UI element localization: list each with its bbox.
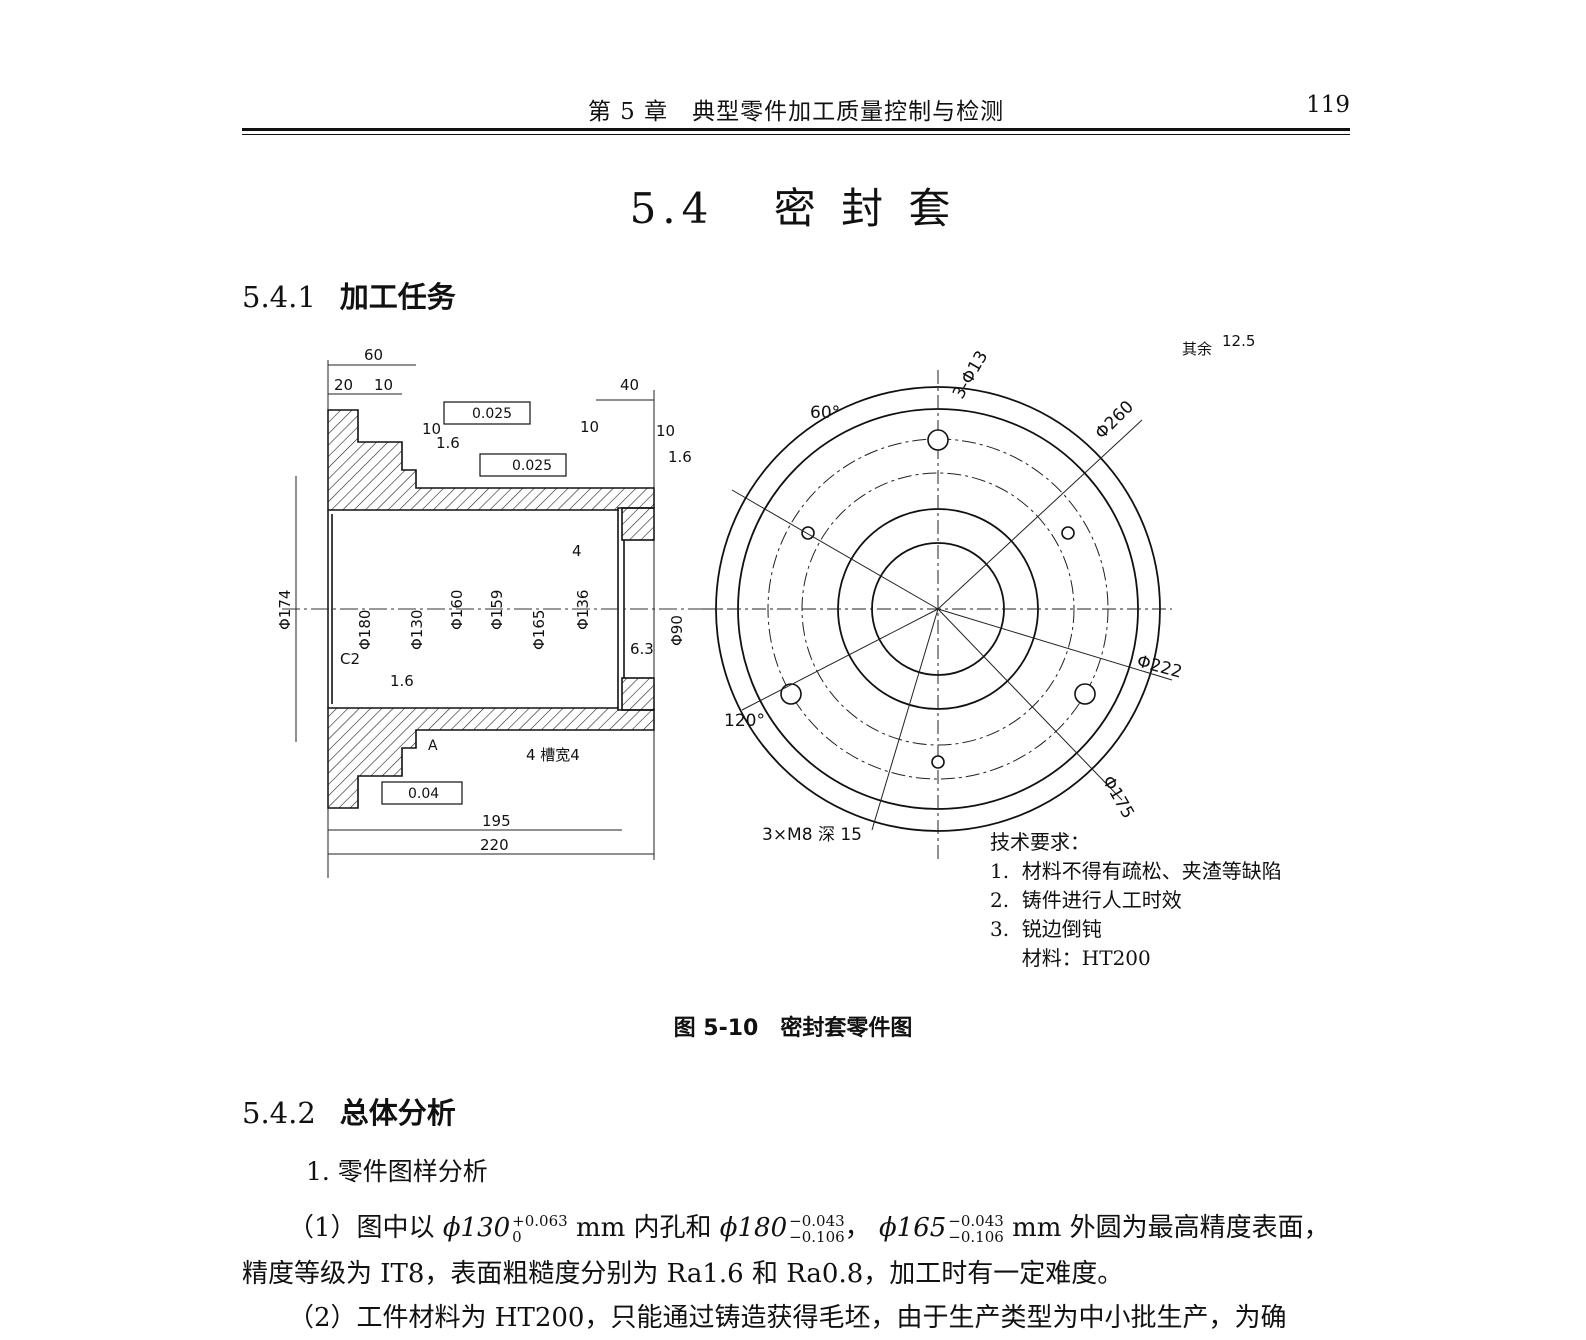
ra-16-b: 1.6: [436, 434, 460, 452]
section-top-wall: [327, 409, 655, 511]
header-rule: [242, 128, 1350, 131]
dim-phi174: Φ174: [276, 590, 294, 630]
other-label: 其余: [1182, 340, 1212, 358]
paragraph-line-2: 精度等级为 IT8，表面粗糙度分别为 Ra1.6 和 Ra0.8，加工时有一定难…: [242, 1259, 1124, 1289]
dim-phi159: Φ159: [488, 590, 506, 630]
tol-180-up: −0.043: [789, 1212, 845, 1230]
para-text-1: （1）图中以: [288, 1213, 443, 1243]
dim-10-d: 10: [656, 422, 675, 440]
para-text-3: ，: [844, 1213, 879, 1243]
para-text-4: mm 外圆为最高精度表面，: [1003, 1213, 1330, 1243]
para-phi180: ϕ180: [719, 1213, 788, 1243]
technical-requirements: 技术要求： 1. 材料不得有疏松、夹渣等缺陷 2. 铸件进行人工时效 3. 锐边…: [990, 828, 1282, 973]
tech-item-3: 3. 锐边倒钝: [990, 917, 1102, 941]
section-right-boss-bottom: [621, 677, 655, 711]
section-number: 5.4: [629, 184, 715, 233]
dim-phi160: Φ160: [448, 590, 466, 630]
tech-title: 技术要求：: [990, 830, 1090, 854]
section-name: 密 封 套: [773, 184, 957, 233]
header-rule-thin: [242, 134, 1350, 135]
dim-40: 40: [620, 376, 639, 394]
tol-165: −0.043−0.106: [948, 1213, 1004, 1245]
para-text-2: mm 内孔和: [567, 1213, 720, 1243]
part-drawing: 60 20 10 10 10 10 40 4 C2 195 220 4 槽宽4 …: [276, 332, 1255, 878]
subsection-number-2: 5.4.2: [242, 1096, 316, 1130]
running-header: 第 5 章 典型零件加工质量控制与检测 119: [242, 92, 1350, 126]
ra-16-c: 1.6: [668, 448, 692, 466]
tol-180: −0.043−0.106: [789, 1213, 845, 1245]
subsection-heading-2: 5.4.2 总体分析: [242, 1090, 456, 1132]
section-bottom-wall: [327, 707, 655, 809]
para-phi165: ϕ165: [878, 1213, 947, 1243]
other-value: 12.5: [1222, 332, 1255, 350]
dim-195: 195: [482, 812, 511, 830]
list-heading: 1. 零件图样分析: [306, 1157, 488, 1186]
angle-120: 120°: [724, 711, 765, 731]
figure-caption: 图 5-10 密封套零件图: [673, 1016, 913, 1041]
tech-item-2: 2. 铸件进行人工时效: [990, 888, 1182, 912]
tech-material: 材料：HT200: [990, 946, 1151, 970]
dim-10-b: 10: [422, 420, 441, 438]
tol-180-low: −0.106: [789, 1228, 845, 1246]
subsection-heading-1: 5.4.1 加工任务: [242, 274, 456, 316]
tol-165-low: −0.106: [948, 1228, 1004, 1246]
paragraph-line-3: （2）工件材料为 HT200，只能通过铸造获得毛坯，由于生产类型为中小批生产，为…: [288, 1303, 1287, 1333]
chamfer-c2: C2: [340, 650, 360, 668]
datum-a: A: [428, 738, 438, 754]
dim-220: 220: [480, 836, 509, 854]
dim-4: 4: [572, 542, 582, 560]
section-title: 5.4 密 封 套: [0, 175, 1586, 236]
dim-phi90: Φ90: [668, 615, 686, 646]
dim-phi180: Φ180: [356, 610, 374, 650]
thread-note: 3×M8 深 15: [762, 825, 862, 845]
ra-16-a: 1.6: [390, 672, 414, 690]
dim-phi165: Φ165: [530, 610, 548, 650]
para-phi130: ϕ130: [442, 1213, 511, 1243]
angle-60: 60°: [810, 403, 840, 423]
dim-10-c: 10: [580, 418, 599, 436]
ra-63: 6.3: [630, 640, 654, 658]
tol-coax-2: 0.025: [512, 458, 552, 474]
tol-runout: 0.04: [408, 786, 439, 802]
holes-label: 3-Φ13: [949, 347, 992, 402]
subsection-title: 加工任务: [339, 280, 456, 314]
dim-phi175: Φ175: [1098, 773, 1138, 823]
dim-phi136: Φ136: [574, 590, 592, 630]
page-number: 119: [1306, 92, 1350, 118]
dim-phi222: Φ222: [1135, 652, 1184, 683]
chapter-title: 第 5 章 典型零件加工质量控制与检测: [587, 99, 1005, 125]
dim-phi130: Φ130: [408, 610, 426, 650]
section-right-boss-top: [621, 507, 655, 541]
tol-130-up: +0.063: [512, 1212, 568, 1230]
subsection-number: 5.4.1: [242, 280, 316, 314]
tol-165-up: −0.043: [948, 1212, 1004, 1230]
dim-20: 20: [334, 376, 353, 394]
tol-coax-1: 0.025: [472, 406, 512, 422]
subsection-title-2: 总体分析: [339, 1096, 456, 1130]
tol-130-low: 0: [512, 1228, 522, 1246]
groove-note: 4 槽宽4: [526, 746, 580, 764]
tech-item-1: 1. 材料不得有疏松、夹渣等缺陷: [990, 859, 1282, 883]
dim-60: 60: [364, 346, 383, 364]
dim-phi260: Φ260: [1091, 397, 1138, 444]
dim-10: 10: [374, 376, 393, 394]
